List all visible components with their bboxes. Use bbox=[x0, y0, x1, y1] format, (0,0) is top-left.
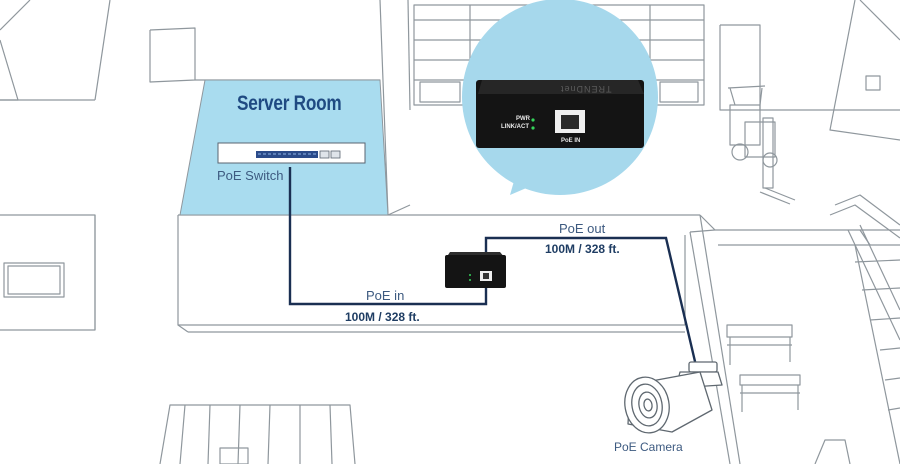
pwr-led-label: PWR bbox=[516, 116, 530, 122]
link-act-led-label: LINK/ACT bbox=[501, 124, 529, 130]
poe-out-label: PoE out bbox=[559, 221, 606, 236]
device-brand-logo: TRENDnet bbox=[560, 84, 612, 94]
poe-in-label: PoE in bbox=[366, 288, 405, 303]
poe-switch bbox=[217, 142, 366, 164]
poe-camera-label: PoE Camera bbox=[614, 440, 683, 454]
poe-in-spec-label: 100M / 328 ft. bbox=[345, 310, 420, 324]
server-room-title: Server Room bbox=[237, 92, 342, 115]
poe-in-cable bbox=[288, 167, 488, 306]
poe-out-cable bbox=[484, 236, 699, 371]
poe-out-spec-label: 100M / 328 ft. bbox=[545, 242, 620, 256]
device-callout bbox=[462, 0, 658, 195]
poe-switch-label: PoE Switch bbox=[217, 168, 284, 183]
poe-injector-small bbox=[445, 252, 506, 288]
poe-camera bbox=[624, 361, 723, 434]
poe-in-port-label: PoE IN bbox=[561, 138, 581, 144]
